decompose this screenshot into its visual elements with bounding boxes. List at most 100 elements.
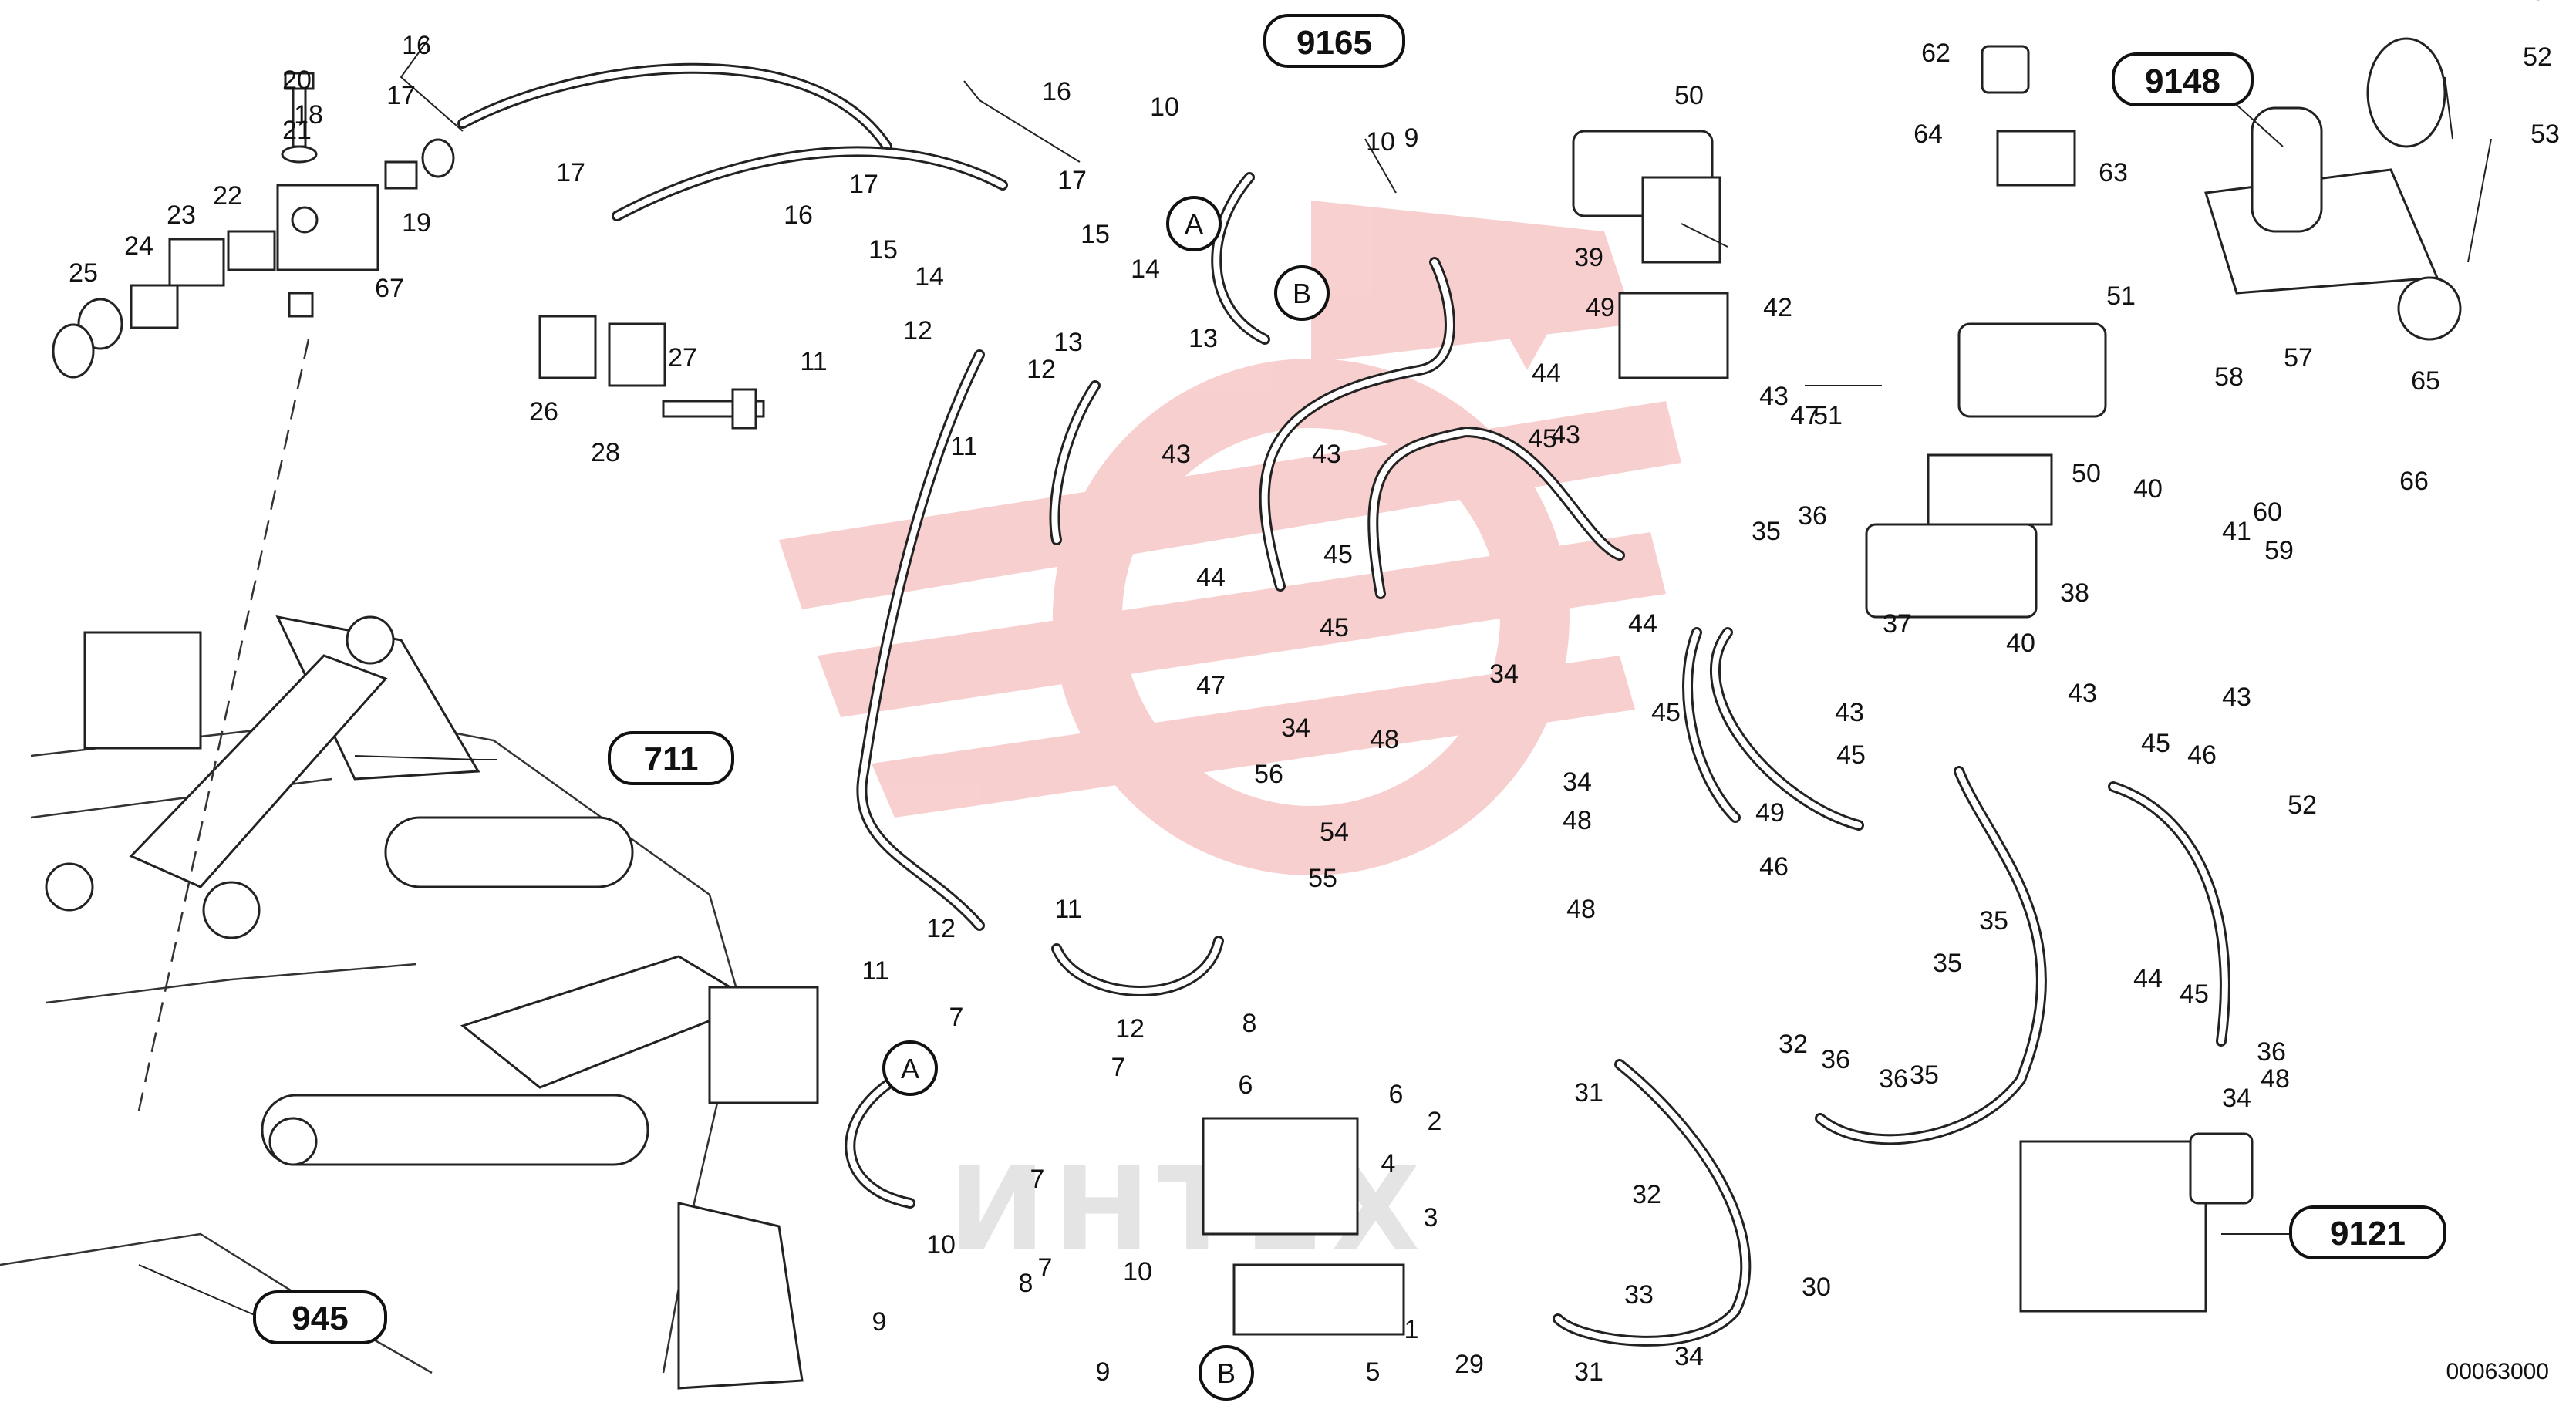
part-label: 43 <box>1162 440 1191 469</box>
part-label: 43 <box>1759 382 1789 411</box>
part-label: 56 <box>1254 760 1283 789</box>
part-label: 33 <box>1624 1280 1654 1310</box>
part-label: 45 <box>1651 698 1681 727</box>
part-label: 36 <box>1798 501 1827 531</box>
part-label: 14 <box>915 262 944 292</box>
part-label: 60 <box>2253 497 2282 527</box>
part-label: 52 <box>2523 42 2552 72</box>
leader-lines <box>138 38 2492 1316</box>
part-label: 43 <box>1551 420 1580 450</box>
part-label: 43 <box>1312 440 1341 469</box>
part-label: 57 <box>2284 343 2313 373</box>
part-label: 66 <box>2399 467 2429 496</box>
hose-lines <box>457 62 2230 1347</box>
part-label: 17 <box>386 81 416 110</box>
part-label: 32 <box>1779 1030 1808 1059</box>
part-label: 16 <box>1042 77 1071 106</box>
part-label: 50 <box>2072 459 2101 488</box>
part-label: 51 <box>2106 282 2136 311</box>
connector-b-top: B <box>1274 265 1330 321</box>
watermark-logo <box>779 201 1681 875</box>
part-label: 10 <box>1123 1257 1152 1286</box>
part-label: 65 <box>2411 366 2440 396</box>
part-label: 27 <box>668 343 697 373</box>
part-label: 31 <box>1574 1357 1603 1387</box>
part-label: 6 <box>1239 1071 1253 1100</box>
part-label: 9 <box>1404 123 1419 153</box>
part-label: 17 <box>556 158 585 187</box>
part-label: 24 <box>124 231 153 261</box>
part-label: 55 <box>1308 864 1337 893</box>
part-label: 9 <box>1096 1357 1111 1387</box>
part-label: 1 <box>1404 1315 1419 1344</box>
part-label: 40 <box>2133 474 2163 504</box>
part-label: 41 <box>2222 517 2251 546</box>
part-label: 54 <box>1320 818 1349 847</box>
part-label: 25 <box>69 258 98 288</box>
loader-frame <box>0 615 819 1390</box>
reference-box-945[interactable]: 945 <box>253 1290 387 1344</box>
part-label: 34 <box>1489 659 1519 689</box>
part-label: 7 <box>949 1003 964 1032</box>
part-label: 53 <box>2530 120 2560 149</box>
part-label: 48 <box>1370 725 1399 754</box>
part-label: 2 <box>1428 1107 1442 1136</box>
part-label: 8 <box>1019 1269 1033 1298</box>
part-label: 61 <box>2530 0 2560 6</box>
connector-a-bottom: A <box>882 1040 938 1096</box>
part-label: 18 <box>294 100 323 130</box>
part-label: 45 <box>1836 740 1866 770</box>
part-label: 7 <box>1111 1053 1126 1082</box>
part-label: 62 <box>1921 39 1951 68</box>
part-label: 35 <box>1752 517 1781 546</box>
part-label: 43 <box>2222 683 2251 712</box>
part-label: 35 <box>1933 949 1962 978</box>
part-label: 31 <box>1574 1078 1603 1108</box>
part-label: 40 <box>2006 629 2035 658</box>
part-label: 49 <box>1586 293 1615 322</box>
part-label: 9 <box>872 1307 887 1337</box>
part-label: 12 <box>926 914 956 943</box>
part-label: 20 <box>282 66 312 95</box>
joystick-assembly <box>1981 37 2462 341</box>
part-label: 52 <box>2288 791 2317 820</box>
connector-a-top-text: A <box>1185 208 1203 240</box>
part-label: 46 <box>2187 740 2217 770</box>
reference-box-9148[interactable]: 9148 <box>2112 52 2254 106</box>
part-label: 10 <box>1366 127 1395 157</box>
part-label: 59 <box>2264 536 2294 565</box>
reference-box-711[interactable]: 711 <box>608 731 734 785</box>
reference-box-9121[interactable]: 9121 <box>2289 1205 2446 1259</box>
part-label: 47 <box>1790 401 1819 430</box>
part-label: 34 <box>1563 767 1592 797</box>
solenoid-valves <box>1202 130 2254 1336</box>
part-label: 11 <box>861 956 888 986</box>
part-label: 10 <box>1150 93 1179 122</box>
part-label: 51 <box>1813 401 1843 430</box>
part-label: 67 <box>375 274 404 303</box>
reference-box-9165[interactable]: 9165 <box>1263 14 1405 68</box>
part-label: 17 <box>1057 166 1087 195</box>
part-label: 45 <box>2141 729 2170 758</box>
part-label: 46 <box>1759 852 1789 882</box>
connector-b-top-text: B <box>1293 278 1311 309</box>
part-label: 4 <box>1381 1149 1396 1178</box>
part-label: 10 <box>926 1230 956 1259</box>
reference-text-711: 711 <box>644 740 699 778</box>
part-label: 16 <box>784 201 813 230</box>
part-label: 15 <box>868 235 898 265</box>
part-label: 45 <box>2180 979 2209 1009</box>
upper-left-fittings <box>52 72 765 430</box>
part-label: 48 <box>1563 806 1592 835</box>
part-label: 21 <box>282 116 312 145</box>
part-label: 63 <box>2099 158 2128 187</box>
part-label: 43 <box>1835 698 1864 727</box>
part-label: 28 <box>591 438 620 467</box>
reference-text-9148: 9148 <box>2145 62 2220 100</box>
part-label: 12 <box>1027 355 1056 384</box>
part-label: 34 <box>2222 1084 2251 1113</box>
part-label: 12 <box>903 316 932 346</box>
part-label: 29 <box>1455 1350 1484 1379</box>
part-label: 35 <box>1979 906 2008 936</box>
